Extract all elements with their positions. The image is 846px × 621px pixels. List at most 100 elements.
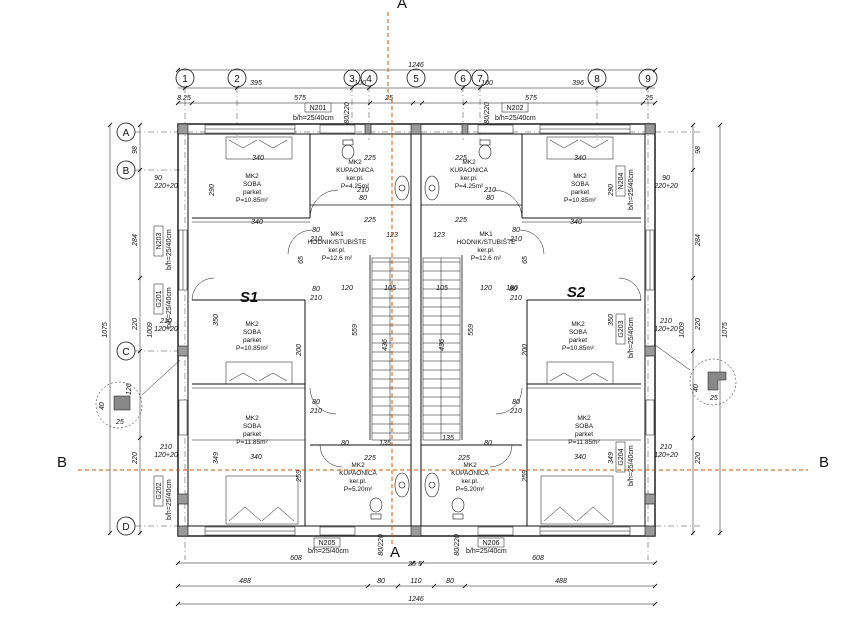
svg-text:210: 210 bbox=[509, 236, 522, 243]
detail-callout-right: 25 40 bbox=[654, 344, 737, 406]
svg-text:HODNIK/STUBIŠTE: HODNIK/STUBIŠTE bbox=[308, 237, 368, 246]
svg-text:290: 290 bbox=[608, 184, 615, 197]
windows bbox=[178, 124, 655, 536]
svg-text:340: 340 bbox=[574, 155, 586, 162]
axis-col-6: 6 bbox=[454, 69, 472, 87]
svg-text:210: 210 bbox=[483, 187, 496, 194]
svg-text:1246: 1246 bbox=[408, 62, 424, 69]
svg-text:225: 225 bbox=[363, 455, 376, 462]
svg-text:B: B bbox=[123, 166, 130, 177]
svg-text:100: 100 bbox=[354, 80, 366, 87]
beds bbox=[225, 136, 614, 525]
svg-text:220: 220 bbox=[132, 318, 139, 331]
svg-text:220: 220 bbox=[695, 452, 702, 465]
svg-text:80: 80 bbox=[341, 440, 349, 447]
svg-text:A: A bbox=[390, 544, 400, 561]
svg-text:210: 210 bbox=[509, 408, 522, 415]
top-dimension-labels: 1246 395 100 396 575 575 100 8.25 25 25 bbox=[177, 62, 653, 102]
svg-text:ker.pl.: ker.pl. bbox=[349, 478, 367, 485]
svg-text:25: 25 bbox=[644, 95, 653, 102]
svg-text:SOBA: SOBA bbox=[571, 181, 590, 188]
svg-text:210: 210 bbox=[356, 187, 369, 194]
svg-text:2: 2 bbox=[234, 74, 240, 85]
svg-text:559: 559 bbox=[468, 324, 475, 336]
svg-text:210: 210 bbox=[509, 295, 522, 302]
interior-dimension-labels: 340 340 340 340 340 340 225 225 225 225 … bbox=[209, 102, 615, 556]
svg-text:90: 90 bbox=[154, 175, 162, 182]
svg-text:608: 608 bbox=[532, 555, 544, 562]
svg-text:80: 80 bbox=[377, 578, 385, 585]
beam-g203: G203 b/h=25/40cm bbox=[615, 313, 635, 358]
svg-text:436: 436 bbox=[439, 339, 446, 351]
svg-text:210: 210 bbox=[309, 295, 322, 302]
beam-g202: G202 b/h=25/40cm bbox=[153, 475, 173, 520]
top-dimension-chains bbox=[175, 67, 658, 106]
svg-text:ker.pl.: ker.pl. bbox=[461, 478, 479, 485]
svg-text:P=12.6 m²: P=12.6 m² bbox=[471, 255, 502, 262]
svg-text:350: 350 bbox=[213, 314, 220, 326]
axis-row-C: C bbox=[116, 341, 136, 361]
svg-text:N204: N204 bbox=[618, 173, 625, 190]
svg-text:350: 350 bbox=[608, 314, 615, 326]
svg-text:A: A bbox=[397, 0, 407, 12]
svg-text:80: 80 bbox=[509, 286, 517, 293]
stairs-right bbox=[422, 257, 461, 441]
svg-text:G204: G204 bbox=[618, 448, 625, 465]
axis-col-9: 9 bbox=[638, 68, 658, 88]
svg-text:290: 290 bbox=[209, 184, 216, 197]
svg-text:80/220: 80/220 bbox=[344, 102, 351, 124]
svg-text:MK2: MK2 bbox=[351, 462, 365, 469]
unit-label-s2: S2 bbox=[567, 284, 586, 301]
side-dimension-labels: 1075 98 284 220 220 1009 1075 98 284 220… bbox=[102, 146, 729, 465]
svg-text:SOBA: SOBA bbox=[243, 423, 262, 430]
svg-text:25: 25 bbox=[115, 419, 124, 426]
sanitary-fixtures bbox=[341, 139, 492, 520]
svg-text:1246: 1246 bbox=[408, 596, 424, 603]
beam-labels: N201 b/h=25/40cm N202 b/h=25/40cm N205 b… bbox=[153, 102, 635, 555]
svg-text:HODNIK/STUBIŠTE: HODNIK/STUBIŠTE bbox=[457, 237, 517, 246]
svg-text:B: B bbox=[819, 454, 829, 471]
svg-text:80: 80 bbox=[312, 286, 320, 293]
svg-text:110: 110 bbox=[410, 578, 421, 585]
axis-row-A: A bbox=[116, 122, 136, 142]
svg-text:25: 25 bbox=[407, 561, 416, 568]
svg-text:MK2: MK2 bbox=[245, 415, 259, 422]
detail-callout-left: 25 40 126 bbox=[95, 359, 181, 429]
svg-text:575: 575 bbox=[525, 95, 537, 102]
svg-text:340: 340 bbox=[570, 219, 582, 226]
axis-col-2: 2 bbox=[227, 68, 247, 88]
svg-text:65: 65 bbox=[522, 256, 529, 264]
svg-text:225: 225 bbox=[454, 155, 467, 162]
bottom-dimension-chains bbox=[175, 560, 658, 607]
svg-text:284: 284 bbox=[132, 234, 139, 247]
axis-row-B: B bbox=[116, 160, 136, 180]
svg-text:8: 8 bbox=[594, 74, 600, 85]
svg-text:40: 40 bbox=[99, 402, 106, 410]
svg-text:120+20: 120+20 bbox=[654, 452, 678, 459]
section-cut-a: A A bbox=[387, 0, 407, 561]
svg-text:D: D bbox=[122, 522, 129, 533]
svg-text:P=5.20m²: P=5.20m² bbox=[344, 486, 373, 493]
svg-text:80/220: 80/220 bbox=[454, 534, 461, 556]
svg-text:220: 220 bbox=[132, 452, 139, 465]
svg-text:MK2: MK2 bbox=[245, 173, 259, 180]
svg-text:A: A bbox=[123, 128, 130, 139]
svg-text:b/h=25/40cm: b/h=25/40cm bbox=[308, 548, 349, 555]
beam-n206: N206 b/h=25/40cm bbox=[466, 537, 507, 555]
svg-text:220+20: 220+20 bbox=[653, 183, 678, 190]
svg-text:135: 135 bbox=[442, 435, 454, 442]
svg-text:5: 5 bbox=[418, 561, 422, 568]
svg-text:SOBA: SOBA bbox=[575, 423, 594, 430]
svg-text:b/h=25/40cm: b/h=25/40cm bbox=[166, 479, 173, 520]
svg-text:8.25: 8.25 bbox=[177, 95, 191, 102]
svg-text:N202: N202 bbox=[507, 105, 524, 112]
structural-columns bbox=[177, 123, 656, 537]
svg-text:P=5.20m²: P=5.20m² bbox=[456, 486, 485, 493]
side-dimension-chains bbox=[107, 122, 723, 536]
svg-text:b/h=25/40cm: b/h=25/40cm bbox=[628, 445, 635, 486]
svg-text:b/h=25/40cm: b/h=25/40cm bbox=[293, 115, 334, 122]
